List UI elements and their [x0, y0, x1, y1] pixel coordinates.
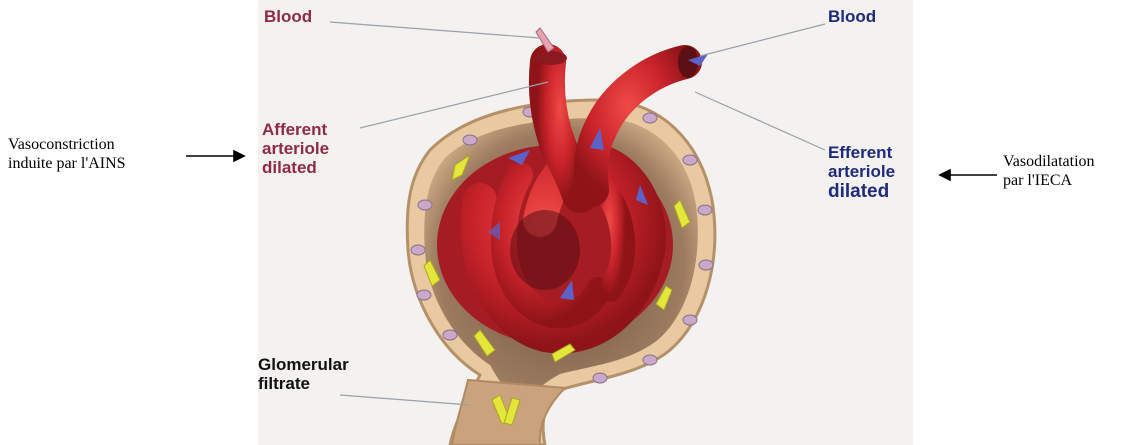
nsaid-vasoconstriction-note: Vasoconstriction induite par l'AINS	[8, 135, 126, 173]
ace-inhibitor-vasodilatation-note: Vasodilatation par l'IECA	[1003, 152, 1095, 190]
afferent-line-1: Afferent	[262, 120, 329, 139]
left-note-line-2: induite par l'AINS	[8, 154, 126, 173]
afferent-line-2: arteriole	[262, 139, 329, 158]
left-note-line-1: Vasoconstriction	[8, 135, 126, 154]
efferent-line-3: dilated	[828, 181, 895, 202]
filtrate-line-1: Glomerular	[258, 355, 349, 374]
right-note-line-2: par l'IECA	[1003, 171, 1095, 190]
efferent-line-2: arteriole	[828, 162, 895, 181]
filtrate-line-2: filtrate	[258, 374, 349, 393]
efferent-line-1: Efferent	[828, 143, 895, 162]
afferent-arteriole-label: Afferent arteriole dilated	[262, 120, 329, 177]
right-note-line-1: Vasodilatation	[1003, 152, 1095, 171]
glomerular-filtrate-label: Glomerular filtrate	[258, 355, 349, 393]
afferent-line-3: dilated	[262, 158, 329, 177]
efferent-arteriole-label: Efferent arteriole dilated	[828, 143, 895, 202]
blood-in-label: Blood	[264, 7, 312, 26]
blood-out-label: Blood	[828, 7, 876, 26]
